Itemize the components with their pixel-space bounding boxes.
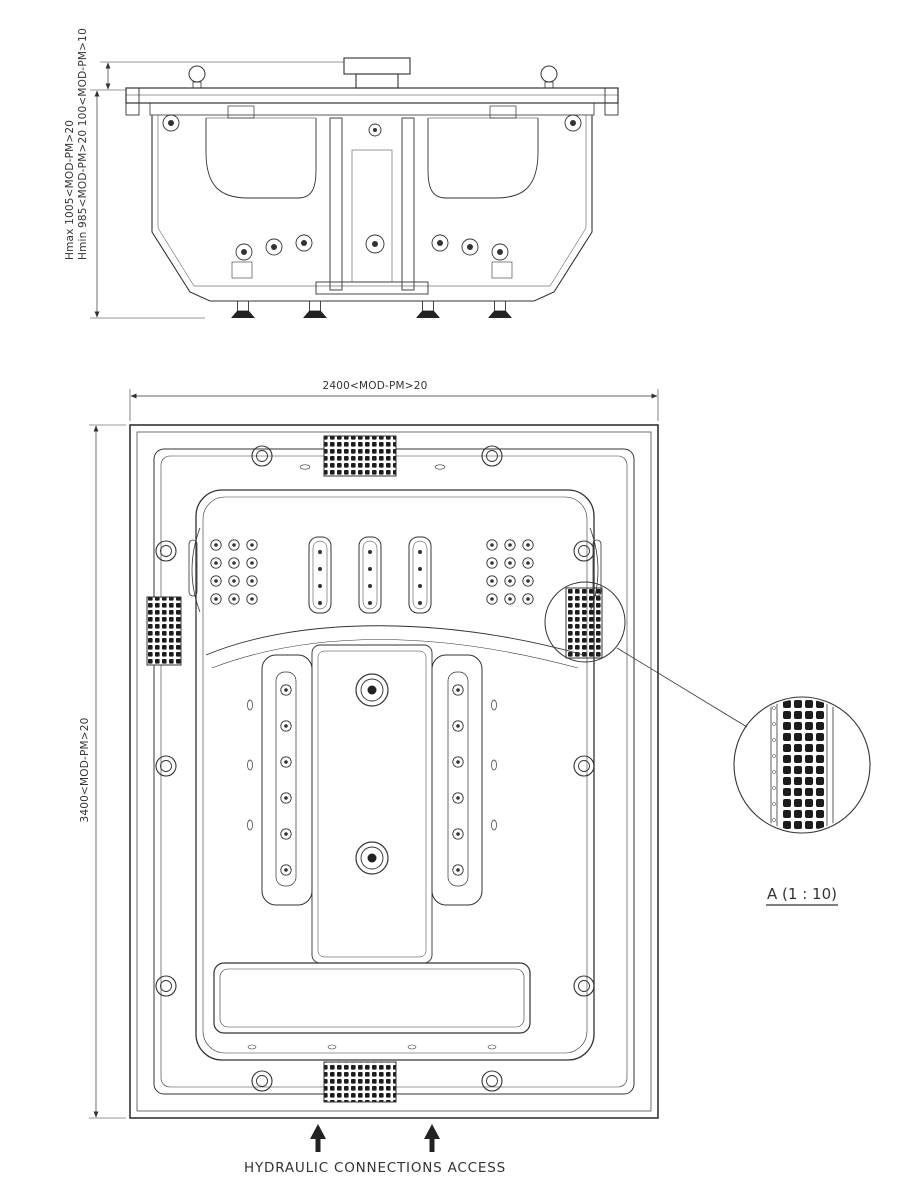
body-outline xyxy=(151,115,593,302)
drain-lower xyxy=(355,841,389,875)
drain-upper xyxy=(355,673,389,707)
detail-pattern xyxy=(770,699,834,831)
jet-cluster-right xyxy=(486,539,534,605)
under-rim-frame xyxy=(149,102,595,132)
fittings xyxy=(231,123,513,279)
control-box xyxy=(343,57,411,89)
elevation-dim-label-1: Hmin 985<MOD-PM>20 100<MOD-PM>10 xyxy=(77,28,89,260)
detail-label: A (1 : 10) xyxy=(767,885,837,903)
footer-caption: HYDRAULIC CONNECTIONS ACCESS xyxy=(244,1160,506,1176)
detail-source-circle xyxy=(544,581,626,663)
grille-right xyxy=(565,587,603,659)
grille-bottom xyxy=(323,1061,397,1103)
plan-outer-frame xyxy=(129,424,659,1119)
plan-dimensions: 2400<MOD-PM>20 3400<MOD-PM>20 xyxy=(79,380,659,1119)
rim-slab xyxy=(125,87,619,116)
elevation-view xyxy=(125,57,619,318)
hydraulic-access-indicators: HYDRAULIC CONNECTIONS ACCESS xyxy=(244,1124,506,1176)
lounger-curves xyxy=(188,464,602,669)
grille-left xyxy=(146,596,182,666)
center-posts xyxy=(315,117,429,295)
elevation-dimensions: Hmin 985<MOD-PM>20 100<MOD-PM>10 Hmax 10… xyxy=(64,28,344,319)
back-jet-panels xyxy=(308,536,432,614)
seat-panel-right xyxy=(431,654,483,906)
jet-cluster-left xyxy=(210,539,258,605)
detail-leader-line xyxy=(616,647,748,728)
elevation-dim-label-2: Hmax 1005<MOD-PM>20 xyxy=(64,120,76,260)
basin-sections xyxy=(205,117,539,199)
seat-panel-left xyxy=(261,654,313,906)
plan-width-dim-label: 2400<MOD-PM>20 xyxy=(322,380,427,392)
legs xyxy=(231,300,512,318)
grille-top xyxy=(323,435,397,477)
detail-magnified-circle xyxy=(733,696,871,834)
bottom-bench xyxy=(213,962,531,1050)
up-arrow-icon xyxy=(310,1124,326,1152)
plan-height-dim-label: 3400<MOD-PM>20 xyxy=(79,717,91,822)
tub-basin xyxy=(195,489,595,1061)
detail-callout: A (1 : 10) xyxy=(544,581,871,906)
up-arrow-icon xyxy=(424,1124,440,1152)
rim-knobs xyxy=(188,65,558,89)
plan-view xyxy=(129,424,659,1119)
side-micro-jets xyxy=(247,699,497,831)
